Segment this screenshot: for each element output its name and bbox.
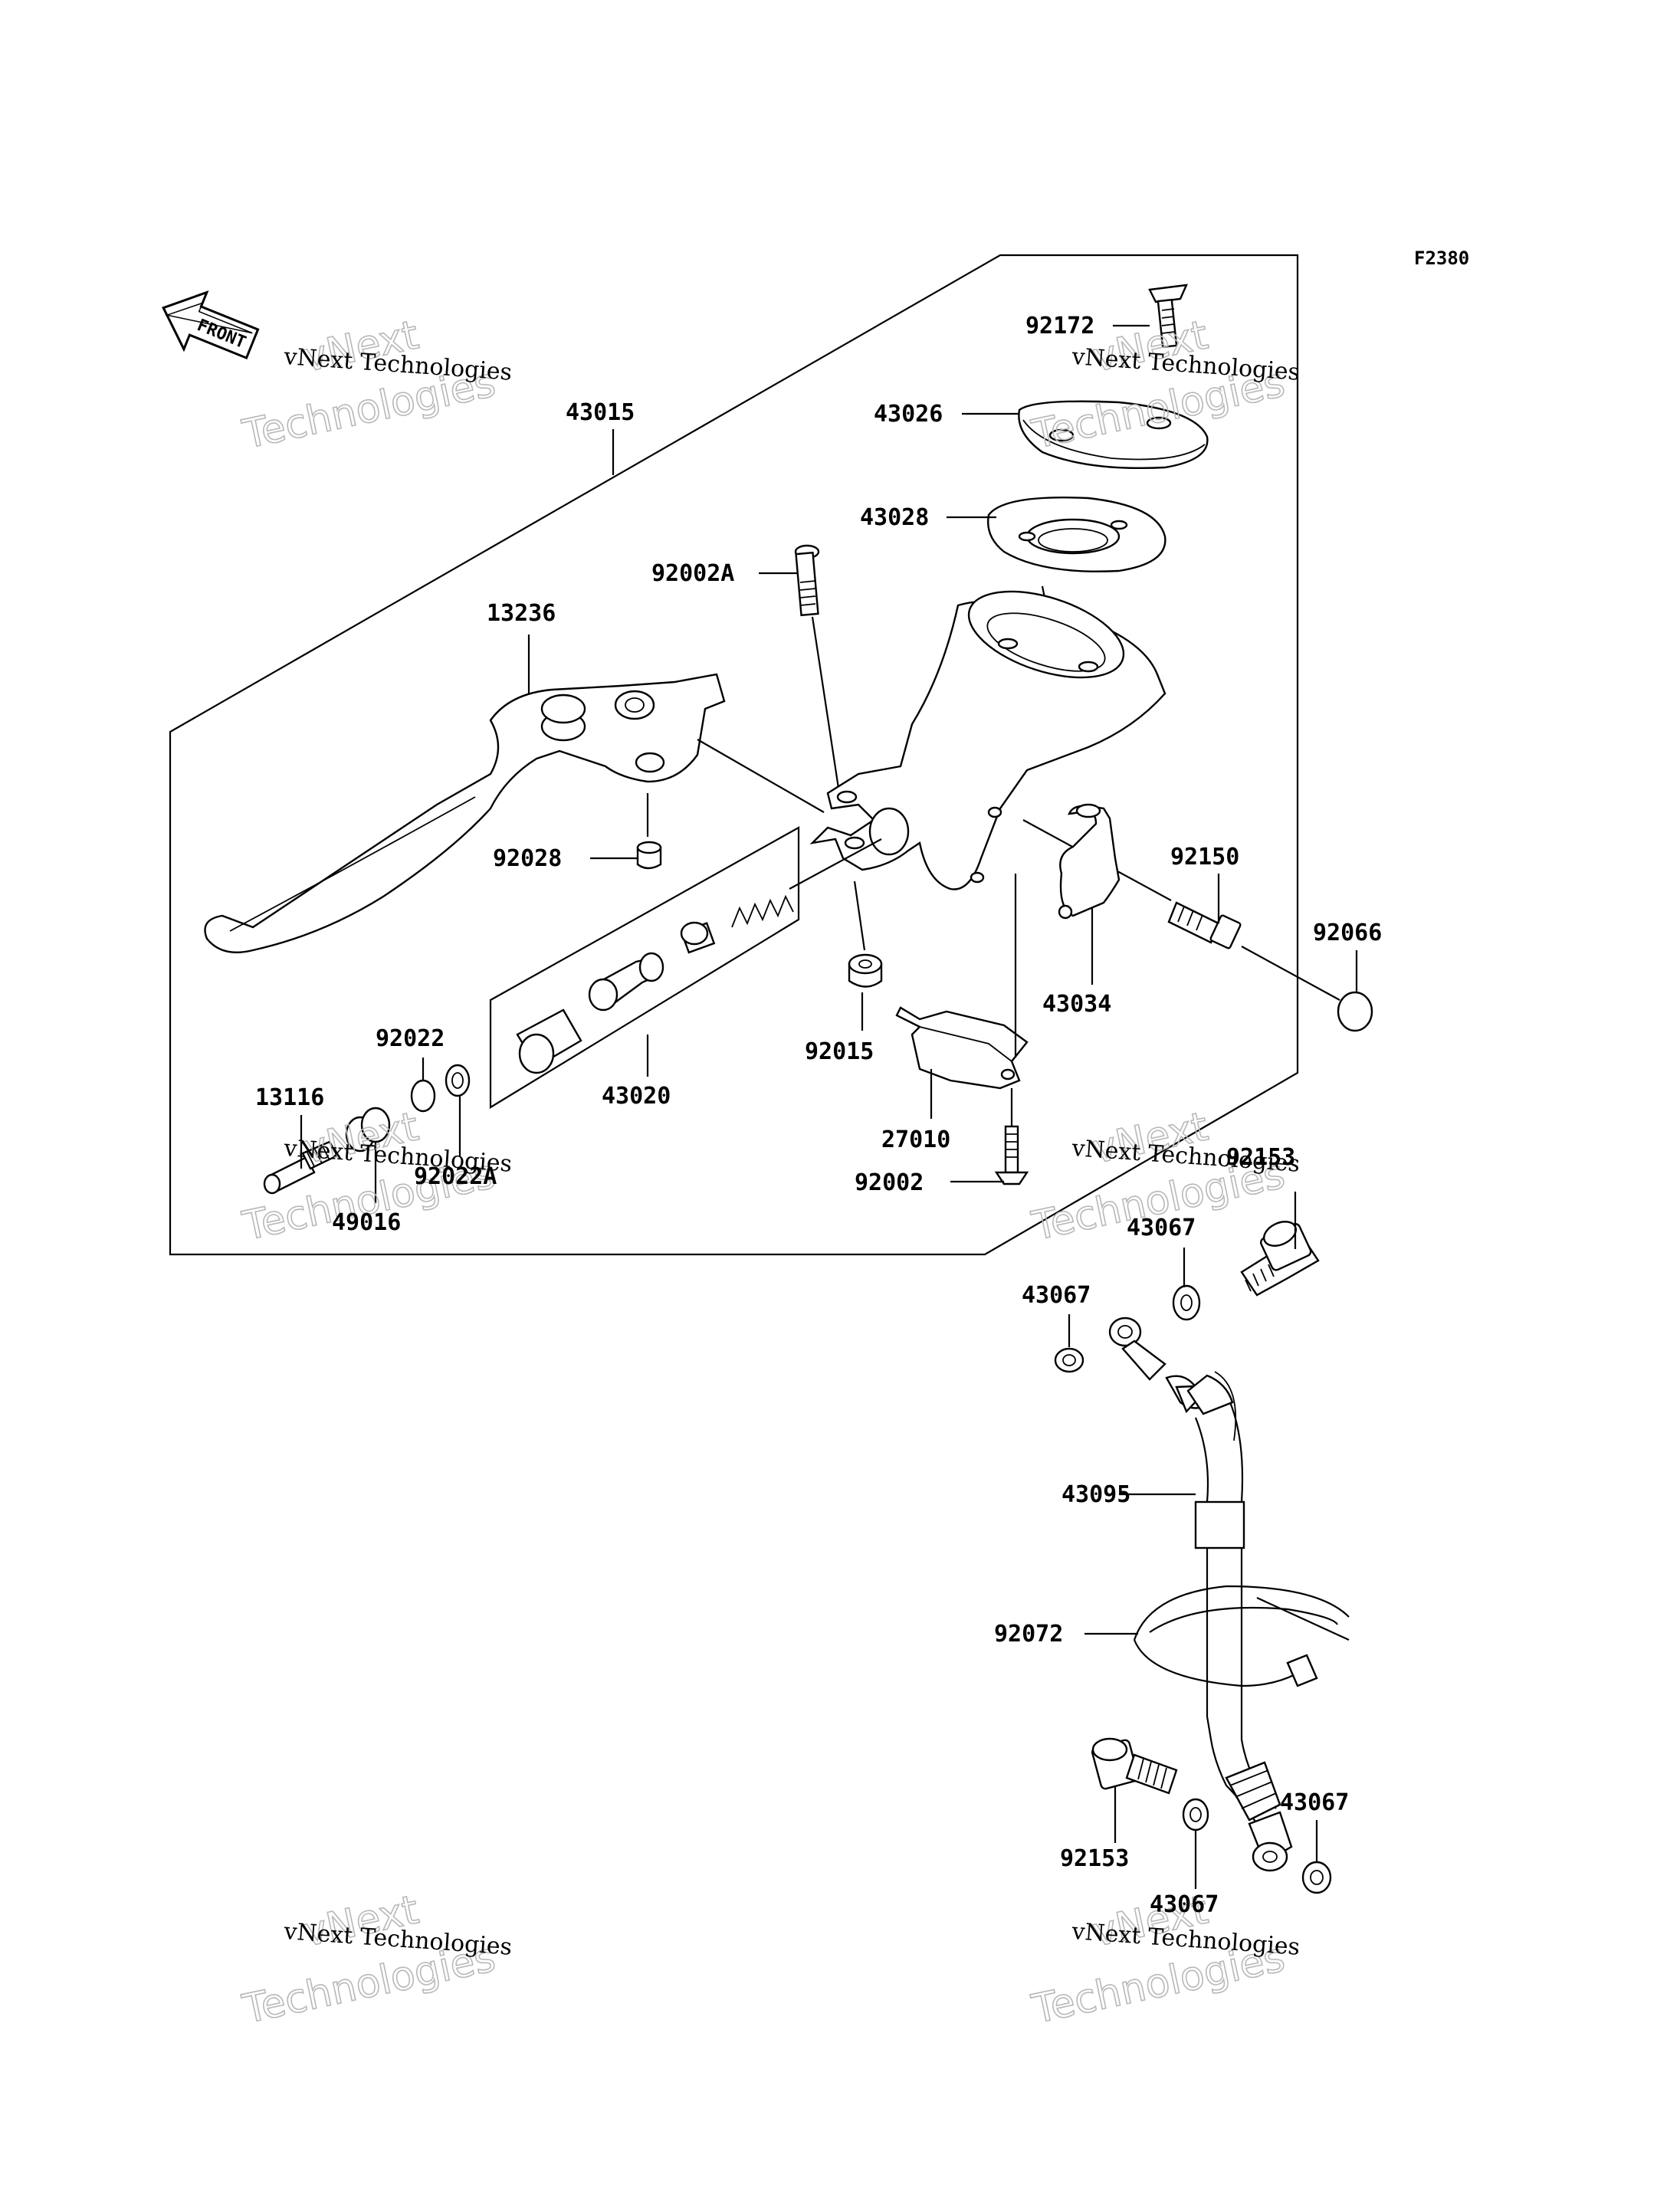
part-label-92172: 92172 bbox=[1025, 313, 1094, 339]
part-label-92022: 92022 bbox=[376, 1025, 445, 1052]
leader-lines bbox=[300, 324, 1358, 1889]
part-label-92002: 92002 bbox=[855, 1169, 924, 1196]
part-label-43067-c: 43067 bbox=[1150, 1891, 1219, 1918]
washer-43067-c-icon bbox=[1182, 1798, 1209, 1831]
banjo-fitting-upper-icon bbox=[1108, 1317, 1166, 1381]
part-label-43067-d: 43067 bbox=[1280, 1789, 1349, 1816]
screw-92002-icon bbox=[994, 1125, 1029, 1185]
part-label-43067-b: 43067 bbox=[1022, 1282, 1091, 1309]
part-label-43095: 43095 bbox=[1061, 1481, 1130, 1508]
figure-code: F2380 bbox=[1414, 248, 1469, 269]
washer-43067-d-icon bbox=[1301, 1861, 1332, 1894]
part-label-92028: 92028 bbox=[493, 845, 562, 872]
washer-43067-a-icon bbox=[1172, 1284, 1201, 1321]
part-label-43020: 43020 bbox=[602, 1083, 671, 1110]
watermark-bottom-left: vNext Technologies vNext Technologies bbox=[238, 1887, 513, 2034]
watermark-top-left: vNext Technologies vNext Technologies bbox=[238, 312, 513, 459]
switch-27010-icon bbox=[895, 1006, 1029, 1090]
part-labels: 92172 43026 43028 43015 92002A 13236 920… bbox=[255, 313, 1382, 1918]
piston-cup-icon bbox=[680, 921, 716, 954]
brake-hose-43095-icon bbox=[1165, 1371, 1293, 1872]
part-label-92022A: 92022A bbox=[414, 1163, 497, 1190]
part-label-92066: 92066 bbox=[1313, 920, 1382, 946]
bushing-92028-icon bbox=[636, 841, 662, 870]
washer-92022A-icon bbox=[445, 1064, 471, 1097]
assembly-line-92015 bbox=[853, 880, 866, 951]
part-label-92153-lower: 92153 bbox=[1060, 1845, 1129, 1872]
pushrod-13116-icon bbox=[263, 1140, 339, 1195]
clamp-92072-icon bbox=[1133, 1585, 1350, 1687]
part-label-13116: 13116 bbox=[255, 1084, 324, 1111]
piston-icon bbox=[588, 952, 664, 1012]
washer-43067-b-icon bbox=[1054, 1347, 1084, 1373]
holder-43034-icon bbox=[1058, 803, 1121, 920]
lever-13236-icon bbox=[204, 673, 726, 953]
part-label-92153-upper: 92153 bbox=[1226, 1144, 1295, 1171]
bolt-92150-icon bbox=[1167, 901, 1242, 949]
part-label-92150: 92150 bbox=[1170, 844, 1239, 871]
part-label-92015: 92015 bbox=[805, 1038, 874, 1065]
master-cylinder-body-icon bbox=[809, 590, 1166, 890]
part-label-43034: 43034 bbox=[1042, 991, 1111, 1018]
front-arrow-icon: FRONT bbox=[162, 290, 260, 360]
assembly-line-piston bbox=[789, 838, 882, 890]
part-label-92072: 92072 bbox=[994, 1621, 1063, 1648]
screw-92002A-icon bbox=[794, 544, 820, 617]
part-label-43015: 43015 bbox=[566, 399, 635, 426]
part-label-43067-a: 43067 bbox=[1127, 1215, 1196, 1241]
leader-92002A-down bbox=[811, 616, 841, 794]
piston-kit-outline bbox=[489, 826, 800, 1109]
cap-92066-icon bbox=[1337, 991, 1373, 1032]
part-label-43026: 43026 bbox=[874, 401, 943, 428]
part-label-27010: 27010 bbox=[881, 1126, 950, 1153]
diaphragm-43028-icon bbox=[987, 497, 1166, 572]
spring-icon bbox=[731, 894, 794, 928]
assembly-line-92066 bbox=[1241, 946, 1340, 1001]
circlip-92022-icon bbox=[410, 1079, 436, 1113]
screw-92172-icon bbox=[1148, 284, 1188, 349]
assembly-outline bbox=[169, 254, 1299, 1256]
nut-92015-icon bbox=[848, 953, 883, 988]
reservoir-cap-43026-icon bbox=[1018, 400, 1209, 470]
part-label-49016: 49016 bbox=[332, 1209, 401, 1236]
part-label-43028: 43028 bbox=[860, 504, 929, 531]
part-label-13236: 13236 bbox=[487, 600, 556, 627]
banjo-bolt-92153-lower-icon bbox=[1091, 1737, 1178, 1795]
part-label-92002A: 92002A bbox=[651, 560, 734, 587]
banjo-bolt-92153-upper-icon bbox=[1240, 1221, 1320, 1297]
assembly-line-lever bbox=[697, 739, 825, 813]
sleeve-icon bbox=[516, 1008, 582, 1074]
